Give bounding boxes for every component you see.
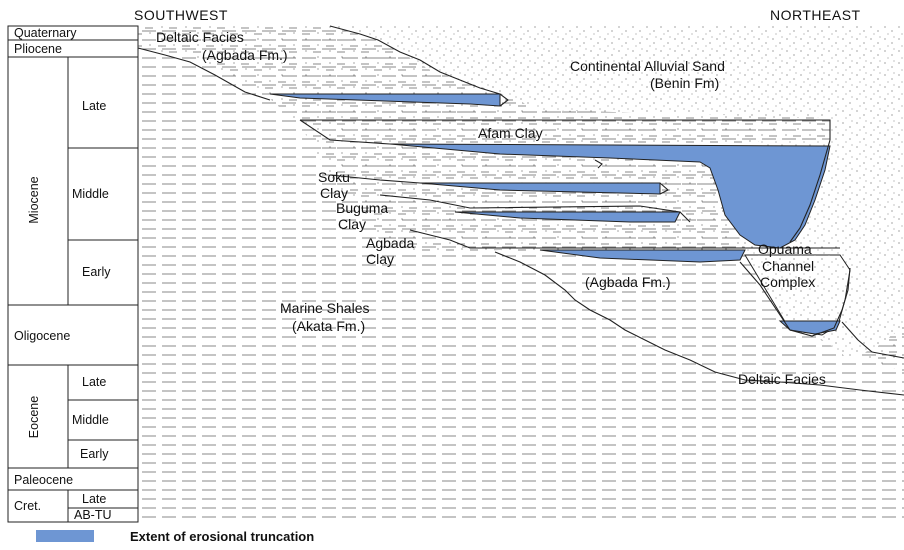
afam-top: [300, 119, 831, 140]
label-cretaceous: Cret.: [14, 499, 41, 513]
label-eocene-middle: Middle: [72, 413, 109, 427]
boundary-lines: [137, 25, 904, 396]
legend-swatch: [36, 530, 94, 542]
label-deltaic-bottom: Deltaic Facies: [738, 371, 826, 387]
deltaic-base-boundary: [494, 251, 904, 396]
time-column-frame: [7, 25, 139, 523]
label-afam-clay: Afam Clay: [478, 125, 543, 141]
label-eocene-late: Late: [82, 375, 106, 389]
deltaic-top-boundary: [137, 47, 271, 101]
time-scale-column: Quaternary Pliocene Miocene Late Middle …: [7, 25, 139, 523]
unit-labels: Deltaic Facies (Agbada Fm.) Continental …: [156, 29, 826, 387]
header-southwest: SOUTHWEST: [134, 7, 228, 23]
label-agbada-fm: (Agbada Fm.): [585, 274, 671, 290]
label-miocene: Miocene: [27, 176, 41, 223]
label-miocene-late: Late: [82, 99, 106, 113]
label-benin-1: Continental Alluvial Sand: [570, 58, 725, 74]
label-oligocene: Oligocene: [14, 329, 70, 343]
label-buguma-1: Buguma: [336, 200, 388, 216]
label-opuama-1: Opuama: [758, 241, 812, 257]
label-eocene-early: Early: [80, 447, 109, 461]
label-deltaic-top-2: (Agbada Fm.): [202, 47, 288, 63]
label-opuama-2: Channel: [762, 258, 814, 274]
opuama-channel-sand: [745, 255, 850, 335]
header-northeast: NORTHEAST: [770, 7, 861, 23]
label-soku-1: Soku: [318, 169, 350, 185]
label-miocene-early: Early: [82, 265, 111, 279]
label-marine-shales-1: Marine Shales: [280, 300, 370, 316]
label-buguma-2: Clay: [338, 216, 366, 232]
label-marine-shales-2: (Akata Fm.): [292, 318, 365, 334]
label-paleocene: Paleocene: [14, 473, 73, 487]
label-deltaic-top-1: Deltaic Facies: [156, 29, 244, 45]
legend: Extent of erosional truncation: [36, 529, 314, 544]
label-eocene: Eocene: [27, 396, 41, 438]
label-agbada-clay-2: Clay: [366, 251, 394, 267]
label-cret-abtu: AB-TU: [74, 508, 112, 522]
truncation-agbada: [539, 249, 746, 263]
label-miocene-middle: Middle: [72, 187, 109, 201]
benin-sand-fill: [260, 26, 904, 360]
label-agbada-clay-1: Agbada: [366, 235, 414, 251]
label-quaternary: Quaternary: [14, 26, 77, 40]
label-cret-late: Late: [82, 492, 106, 506]
legend-label: Extent of erosional truncation: [130, 529, 314, 544]
label-opuama-3: Complex: [760, 274, 815, 290]
label-benin-2: (Benin Fm): [650, 75, 719, 91]
truncation-afam: [389, 143, 831, 249]
label-soku-2: Clay: [320, 185, 348, 201]
label-pliocene: Pliocene: [14, 42, 62, 56]
benin-base-upper: [329, 25, 501, 95]
truncation-buguma: [454, 211, 681, 223]
